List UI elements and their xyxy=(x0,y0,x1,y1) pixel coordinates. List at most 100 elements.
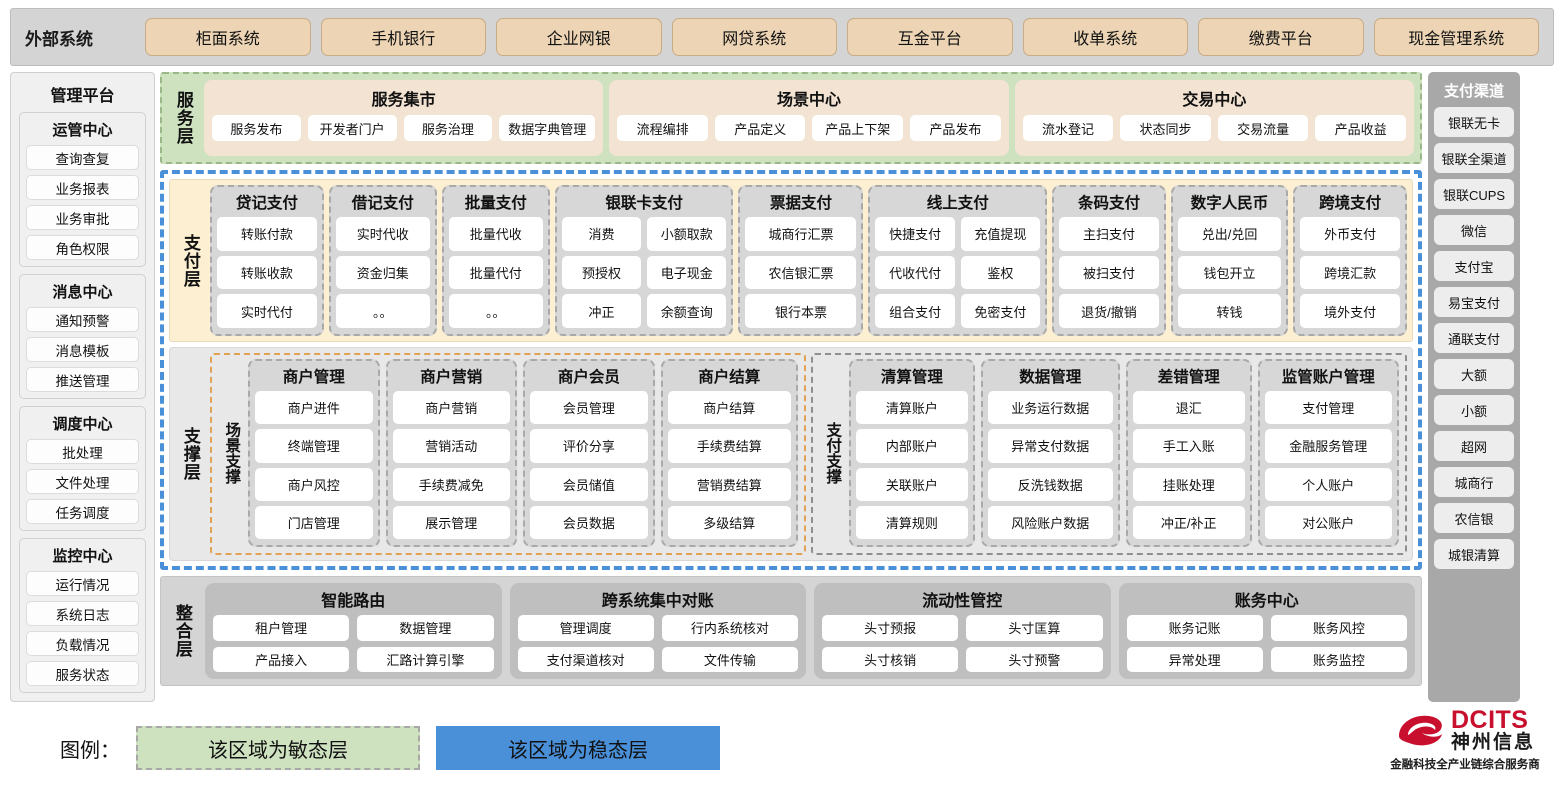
support-item[interactable]: 内部账户 xyxy=(856,429,968,463)
support-item[interactable]: 挂账处理 xyxy=(1132,467,1245,501)
payment-channel-item[interactable]: 通联支付 xyxy=(1434,323,1514,353)
management-item[interactable]: 服务状态 xyxy=(26,661,139,686)
external-system-item[interactable]: 缴费平台 xyxy=(1198,18,1364,56)
support-item[interactable]: 清算规则 xyxy=(856,505,968,539)
service-item[interactable]: 产品定义 xyxy=(714,115,806,141)
integration-item[interactable]: 头寸核销 xyxy=(822,646,959,672)
payment-item[interactable]: 实时代付 xyxy=(217,294,317,329)
integration-item[interactable]: 支付渠道核对 xyxy=(517,646,654,672)
management-item[interactable]: 运行情况 xyxy=(26,571,139,596)
payment-item[interactable]: 免密支付 xyxy=(960,294,1041,329)
payment-channel-item[interactable]: 农信银 xyxy=(1434,503,1514,533)
support-item[interactable]: 展示管理 xyxy=(392,505,511,539)
payment-channel-item[interactable]: 大额 xyxy=(1434,359,1514,389)
payment-item[interactable]: 。。 xyxy=(448,294,543,329)
management-item[interactable]: 负载情况 xyxy=(26,631,139,656)
service-item[interactable]: 产品上下架 xyxy=(812,115,904,141)
payment-channel-item[interactable]: 银联无卡 xyxy=(1434,107,1514,137)
support-item[interactable]: 支付管理 xyxy=(1264,391,1392,425)
service-item[interactable]: 交易流量 xyxy=(1217,115,1309,141)
support-item[interactable]: 手续费减免 xyxy=(392,467,511,501)
integration-item[interactable]: 头寸匡算 xyxy=(966,615,1103,641)
support-item[interactable]: 反洗钱数据 xyxy=(987,467,1113,501)
support-item[interactable]: 评价分享 xyxy=(530,429,648,463)
payment-item[interactable]: 小额取款 xyxy=(647,217,727,251)
payment-item[interactable]: 预授权 xyxy=(561,255,642,290)
payment-item[interactable]: 充值提现 xyxy=(960,217,1041,251)
payment-item[interactable]: 消费 xyxy=(561,217,642,251)
support-item[interactable]: 退汇 xyxy=(1132,391,1245,425)
integration-item[interactable]: 管理调度 xyxy=(517,615,654,641)
support-item[interactable]: 异常支付数据 xyxy=(987,429,1113,463)
payment-channel-item[interactable]: 银联CUPS xyxy=(1434,179,1514,209)
payment-channel-item[interactable]: 支付宝 xyxy=(1434,251,1514,281)
management-item[interactable]: 任务调度 xyxy=(26,499,139,524)
payment-item[interactable]: 鉴权 xyxy=(960,255,1041,290)
support-item[interactable]: 门店管理 xyxy=(255,505,373,539)
support-item[interactable]: 商户营销 xyxy=(392,391,511,425)
service-item[interactable]: 流程编排 xyxy=(617,115,708,141)
payment-item[interactable]: 被扫支付 xyxy=(1059,255,1159,290)
payment-channel-item[interactable]: 城银清算 xyxy=(1434,539,1514,569)
integration-item[interactable]: 数据管理 xyxy=(357,615,494,641)
external-system-item[interactable]: 网贷系统 xyxy=(671,18,837,56)
external-system-item[interactable]: 互金平台 xyxy=(847,18,1013,56)
payment-item[interactable]: 实时代收 xyxy=(335,217,430,251)
payment-item[interactable]: 退货/撤销 xyxy=(1059,294,1159,329)
support-item[interactable]: 终端管理 xyxy=(255,429,373,463)
payment-item[interactable]: 。。 xyxy=(335,294,430,329)
payment-item[interactable]: 转账收款 xyxy=(217,255,317,290)
payment-channel-item[interactable]: 小额 xyxy=(1434,395,1514,425)
payment-channel-item[interactable]: 银联全渠道 xyxy=(1434,143,1514,173)
support-item[interactable]: 手工入账 xyxy=(1132,429,1245,463)
payment-channel-item[interactable]: 微信 xyxy=(1434,215,1514,245)
service-item[interactable]: 产品发布 xyxy=(910,115,1001,141)
payment-item[interactable]: 冲正 xyxy=(561,294,642,329)
integration-item[interactable]: 账务记账 xyxy=(1126,615,1263,641)
payment-item[interactable]: 批量代收 xyxy=(448,217,543,251)
service-item[interactable]: 服务发布 xyxy=(212,115,301,141)
support-item[interactable]: 业务运行数据 xyxy=(987,391,1113,425)
payment-item[interactable]: 兑出/兑回 xyxy=(1177,217,1282,251)
payment-item[interactable]: 转账付款 xyxy=(217,217,317,251)
integration-item[interactable]: 头寸预报 xyxy=(822,615,959,641)
support-item[interactable]: 营销活动 xyxy=(392,429,511,463)
payment-item[interactable]: 外币支付 xyxy=(1300,217,1400,251)
integration-item[interactable]: 行内系统核对 xyxy=(661,615,798,641)
payment-item[interactable]: 快捷支付 xyxy=(875,217,955,251)
integration-item[interactable]: 账务风控 xyxy=(1270,615,1407,641)
support-item[interactable]: 商户结算 xyxy=(667,391,791,425)
management-item[interactable]: 业务审批 xyxy=(26,205,139,230)
management-item[interactable]: 通知预警 xyxy=(26,307,139,332)
payment-item[interactable]: 余额查询 xyxy=(647,294,727,329)
management-item[interactable]: 系统日志 xyxy=(26,601,139,626)
integration-item[interactable]: 产品接入 xyxy=(213,646,350,672)
support-item[interactable]: 多级结算 xyxy=(667,505,791,539)
service-item[interactable]: 数据字典管理 xyxy=(499,115,596,141)
management-item[interactable]: 查询查复 xyxy=(26,145,139,170)
support-item[interactable]: 会员管理 xyxy=(530,391,648,425)
payment-item[interactable]: 电子现金 xyxy=(647,255,727,290)
payment-item[interactable]: 银行本票 xyxy=(745,294,857,329)
service-item[interactable]: 状态同步 xyxy=(1120,115,1211,141)
management-item[interactable]: 批处理 xyxy=(26,439,139,464)
management-item[interactable]: 文件处理 xyxy=(26,469,139,494)
payment-item[interactable]: 境外支付 xyxy=(1300,294,1400,329)
integration-item[interactable]: 文件传输 xyxy=(661,646,798,672)
support-item[interactable]: 关联账户 xyxy=(856,467,968,501)
integration-item[interactable]: 汇路计算引擎 xyxy=(357,646,494,672)
payment-item[interactable]: 代收代付 xyxy=(875,255,955,290)
support-item[interactable]: 手续费结算 xyxy=(667,429,791,463)
support-item[interactable]: 商户风控 xyxy=(255,467,373,501)
payment-item[interactable]: 农信银汇票 xyxy=(745,255,857,290)
integration-item[interactable]: 账务监控 xyxy=(1270,646,1407,672)
payment-item[interactable]: 资金归集 xyxy=(335,255,430,290)
service-item[interactable]: 产品收益 xyxy=(1315,115,1406,141)
service-item[interactable]: 服务治理 xyxy=(403,115,493,141)
support-item[interactable]: 商户进件 xyxy=(255,391,373,425)
payment-item[interactable]: 钱包开立 xyxy=(1177,255,1282,290)
payment-channel-item[interactable]: 超网 xyxy=(1434,431,1514,461)
management-item[interactable]: 推送管理 xyxy=(26,367,139,392)
management-item[interactable]: 角色权限 xyxy=(26,235,139,260)
support-item[interactable]: 对公账户 xyxy=(1264,505,1392,539)
